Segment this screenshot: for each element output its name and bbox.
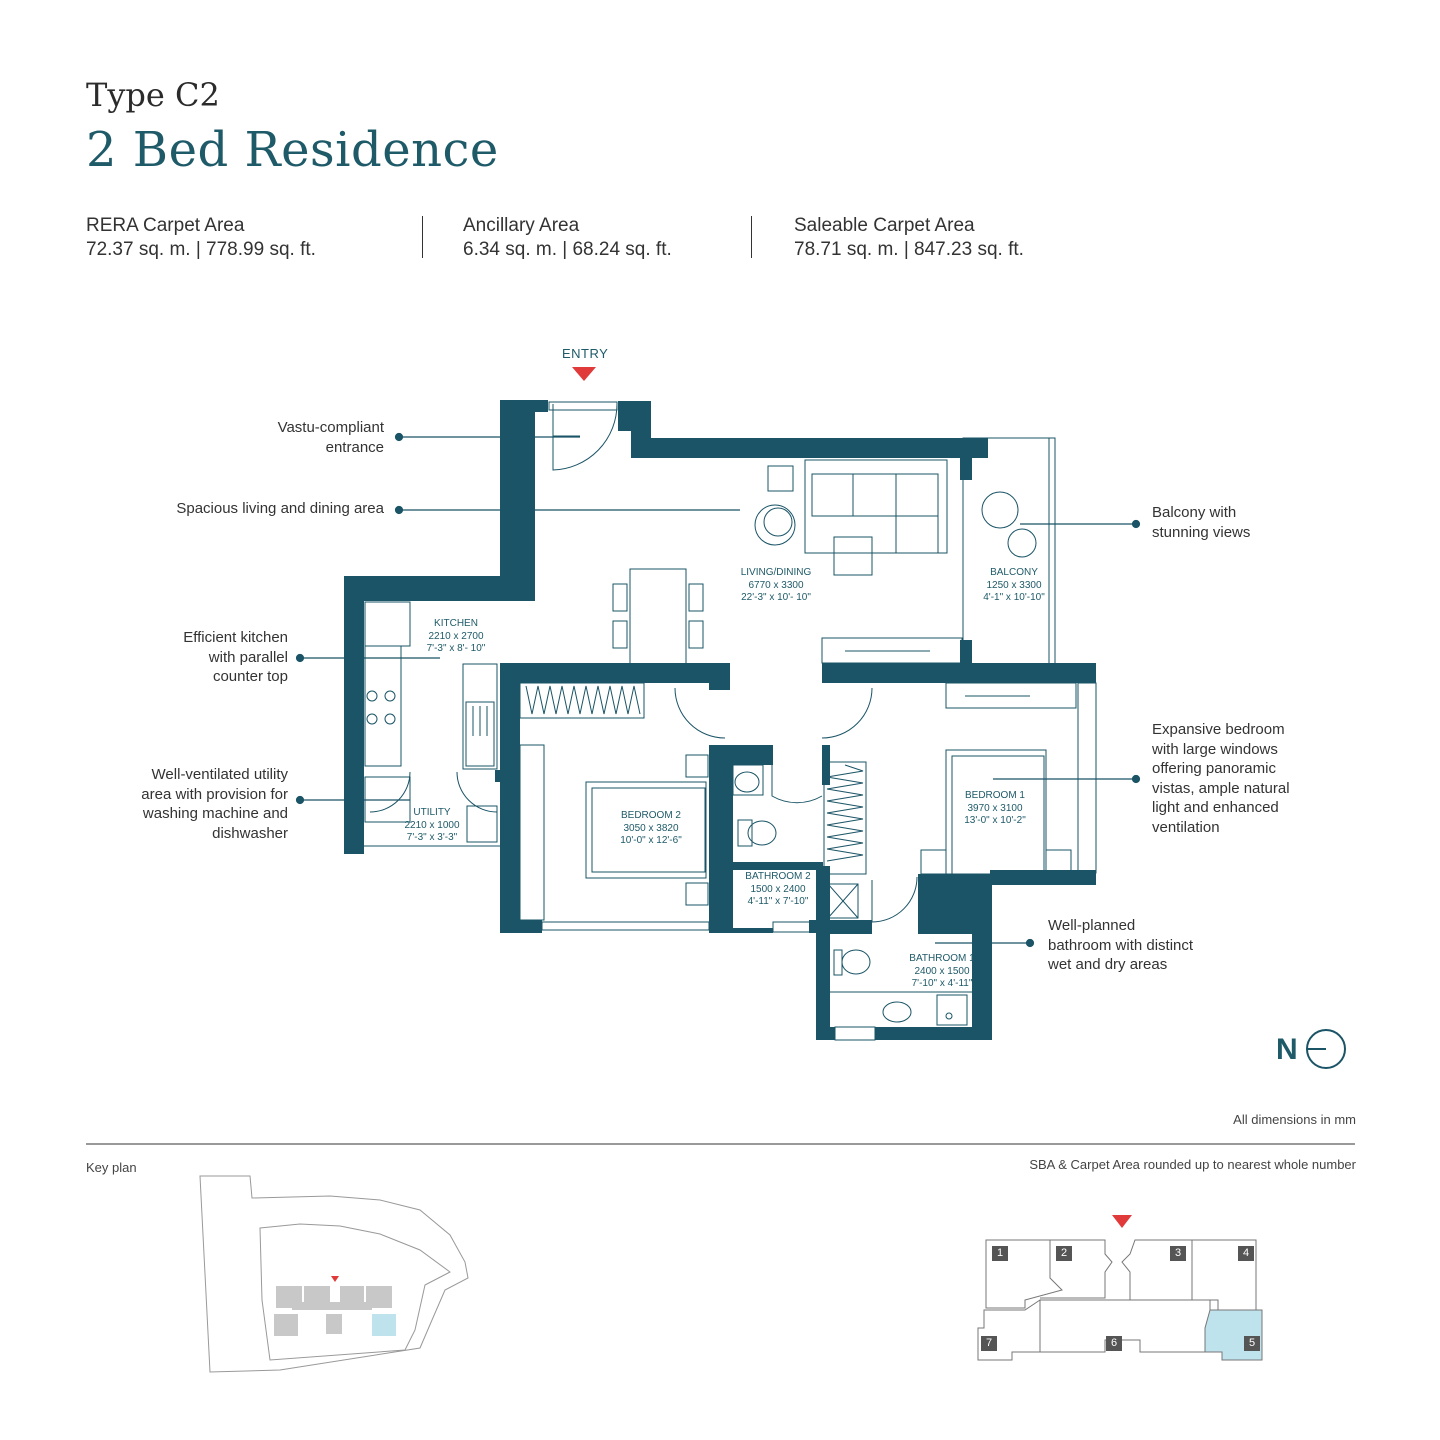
callout-line: offering panoramic — [1152, 760, 1276, 777]
callout-line: Spacious living and dining area — [176, 500, 384, 517]
area-label: Saleable Carpet Area — [794, 215, 975, 236]
room-name: BATHROOM 1 — [909, 953, 975, 964]
block-plan-entry-icon — [1112, 1215, 1132, 1228]
callout-bathroom: Well-planned bathroom with distinct wet … — [1048, 916, 1268, 975]
room-label-living: LIVING/DINING 6770 x 3300 22'-3" x 10'- … — [720, 567, 832, 605]
room-label-bedroom1: BEDROOM 1 3970 x 3100 13'-0" x 10'-2" — [950, 790, 1040, 828]
room-size-mm: 2400 x 1500 — [914, 965, 970, 977]
unit-number: 2 — [1060, 1247, 1068, 1259]
room-name: LIVING/DINING — [740, 567, 812, 578]
room-size-mm: 2210 x 1000 — [404, 819, 460, 831]
room-name: BEDROOM 2 — [620, 810, 681, 821]
room-name: BALCONY — [990, 567, 1038, 578]
callout-line: wet and dry areas — [1048, 956, 1168, 973]
area-label: Ancillary Area — [463, 215, 580, 236]
room-size-mm: 6770 x 3300 — [748, 579, 804, 591]
callout-line: with large windows — [1152, 740, 1278, 758]
room-size-ft: 22'-3" x 10'- 10" — [741, 592, 811, 603]
callout-line: Vastu-compliant — [277, 419, 384, 436]
callout-kitchen: Efficient kitchen with parallel counter … — [120, 628, 288, 687]
saleable-carpet-area: Saleable Carpet Area 78.71 sq. m. | 847.… — [794, 214, 1024, 262]
callout-living: Spacious living and dining area — [100, 499, 384, 519]
callout-line: dishwasher — [212, 824, 288, 842]
callout-line: Efficient kitchen — [183, 629, 288, 646]
room-label-balcony: BALCONY 1250 x 3300 4'-1" x 10'-10" — [968, 567, 1060, 605]
callout-line: Balcony with — [1152, 504, 1237, 521]
unit-number: 1 — [996, 1247, 1004, 1259]
callout-leaders — [295, 432, 1141, 948]
area-value: 72.37 sq. m. | 778.99 sq. ft. — [86, 239, 316, 260]
divider — [751, 216, 752, 258]
entry-marker-icon — [572, 367, 596, 381]
key-plan-entry-icon — [331, 1276, 339, 1282]
room-label-utility: UTILITY 2210 x 1000 7'-3" x 3'-3" — [392, 807, 472, 845]
rounding-note: SBA & Carpet Area rounded up to nearest … — [1029, 1157, 1356, 1172]
page-title: 2 Bed Residence — [86, 122, 499, 178]
unit-number-tags — [981, 1246, 1260, 1351]
room-size-ft: 13'-0" x 10'-2" — [964, 815, 1026, 826]
callout-line: with parallel — [208, 648, 288, 666]
compass-icon — [1306, 1029, 1346, 1069]
callout-line: stunning views — [1152, 523, 1251, 541]
callout-line: light and enhanced — [1152, 799, 1279, 816]
room-label-kitchen: KITCHEN 2210 x 2700 7'-3" x 8'- 10" — [412, 618, 500, 656]
callout-entrance: Vastu-compliant entrance — [200, 418, 384, 457]
room-size-mm: 3050 x 3820 — [623, 822, 679, 834]
callout-line: entrance — [325, 438, 384, 456]
room-size-mm: 3970 x 3100 — [967, 802, 1023, 814]
area-value: 78.71 sq. m. | 847.23 sq. ft. — [794, 239, 1024, 260]
room-size-ft: 7'-10" x 4'-11" — [911, 978, 973, 989]
room-size-ft: 7'-3" x 3'-3" — [406, 832, 458, 843]
unit-number: 6 — [1110, 1337, 1118, 1349]
room-size-ft: 7'-3" x 8'- 10" — [426, 643, 486, 654]
dimensions-note: All dimensions in mm — [1233, 1112, 1356, 1127]
callout-line: washing machine and — [142, 805, 288, 822]
unit-number-highlighted: 5 — [1248, 1337, 1256, 1349]
unit-number: 4 — [1242, 1247, 1250, 1259]
room-size-ft: 10'-0" x 12'-6" — [620, 835, 682, 846]
unit-number: 3 — [1174, 1247, 1182, 1259]
key-plan-site — [199, 1175, 469, 1373]
callout-bedroom: Expansive bedroom with large windows off… — [1152, 720, 1352, 837]
callout-line: Expansive bedroom — [1152, 721, 1285, 738]
callout-line: bathroom with distinct — [1048, 936, 1194, 954]
area-value: 6.34 sq. m. | 68.24 sq. ft. — [463, 239, 672, 260]
callout-line: ventilation — [1152, 818, 1220, 836]
room-size-ft: 4'-1" x 10'-10" — [983, 592, 1045, 603]
walls — [344, 400, 1096, 1040]
callout-utility: Well-ventilated utility area with provis… — [100, 765, 288, 843]
room-size-mm: 2210 x 2700 — [428, 630, 484, 642]
unit-number: 7 — [985, 1337, 993, 1349]
callout-line: vistas, ample natural — [1152, 779, 1290, 797]
room-size-mm: 1500 x 2400 — [750, 883, 806, 895]
room-name: KITCHEN — [434, 618, 478, 629]
ancillary-area: Ancillary Area 6.34 sq. m. | 68.24 sq. f… — [463, 214, 672, 262]
entry-label: ENTRY — [562, 346, 609, 361]
room-name: UTILITY — [413, 807, 451, 818]
room-size-mm: 1250 x 3300 — [986, 579, 1042, 591]
callout-line: area with provision for — [141, 785, 288, 803]
unit-type-label: Type C2 — [86, 76, 220, 114]
callout-line: Well-ventilated utility — [151, 766, 288, 783]
key-plan-highlight — [372, 1314, 396, 1336]
room-size-ft: 4'-11" x 7'-10" — [747, 896, 809, 907]
key-plan-blocks — [274, 1286, 392, 1336]
callout-line: counter top — [212, 668, 288, 685]
room-label-bathroom2: BATHROOM 2 1500 x 2400 4'-11" x 7'-10" — [736, 871, 820, 909]
divider — [422, 216, 423, 258]
rera-carpet-area: RERA Carpet Area 72.37 sq. m. | 778.99 s… — [86, 214, 316, 262]
compass-label: N — [1276, 1033, 1298, 1066]
callout-line: Well-planned — [1048, 917, 1136, 934]
area-label: RERA Carpet Area — [86, 215, 245, 236]
room-name: BATHROOM 2 — [745, 871, 811, 882]
callout-balcony: Balcony with stunning views — [1152, 503, 1352, 542]
room-label-bedroom2: BEDROOM 2 3050 x 3820 10'-0" x 12'-6" — [606, 810, 696, 848]
room-name: BEDROOM 1 — [964, 790, 1025, 801]
block-plan-highlight — [1204, 1309, 1263, 1361]
room-label-bathroom1: BATHROOM 1 2400 x 1500 7'-10" x 4'-11" — [902, 953, 982, 991]
key-plan-label: Key plan — [86, 1160, 137, 1175]
